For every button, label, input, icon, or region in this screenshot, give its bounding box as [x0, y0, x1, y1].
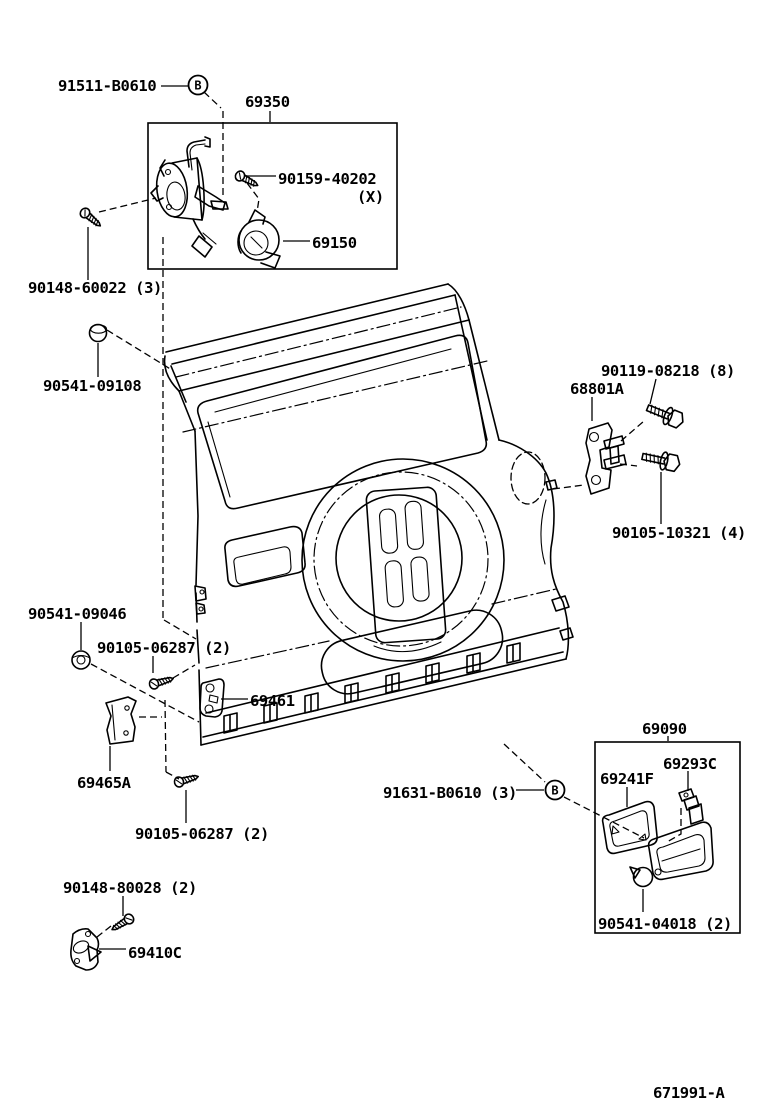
screw-icon [173, 774, 200, 788]
part-label-90148-60022[interactable]: 90148-60022 (3) [28, 279, 162, 297]
screw-icon [148, 676, 175, 690]
key-cylinder-sketch [237, 209, 281, 269]
cushion-icon [629, 866, 654, 888]
screw-icon [234, 170, 259, 187]
fastener-marker-B: B [544, 779, 566, 801]
marker-letter: B [551, 784, 558, 798]
plate-69465A-sketch [105, 696, 137, 745]
part-label-91511-B0610[interactable]: 91511-B0610 [58, 77, 157, 95]
back-door-sketch [163, 283, 574, 746]
part-label-69241F[interactable]: 69241F [600, 770, 654, 788]
part-label-69410C[interactable]: 69410C [128, 944, 182, 962]
part-label-90105-06287a[interactable]: 90105-06287 (2) [97, 639, 231, 657]
striker-69461-sketch [199, 678, 225, 718]
grommet-icon [88, 323, 108, 343]
grommet-icon [71, 650, 91, 670]
screw-icon [111, 913, 135, 931]
part-label-68801A[interactable]: 68801A [570, 380, 625, 398]
part-label-69150[interactable]: 69150 [312, 234, 357, 252]
lock-assembly-sketch [150, 136, 229, 258]
screw-icons [79, 170, 259, 931]
part-label-90541-09108[interactable]: 90541-09108 [43, 377, 142, 395]
dashed-locator-lines [90, 91, 682, 938]
clip-69293C-sketch [678, 788, 704, 825]
part-label-91631-B0610[interactable]: 91631-B0610 (3) [383, 784, 517, 802]
hinge-sketch [585, 422, 627, 495]
fastener-marker-B: B [187, 74, 209, 96]
tire-bracket [365, 486, 447, 644]
part-label-90105-10321[interactable]: 90105-10321 (4) [612, 524, 746, 542]
part-label-90119-08218[interactable]: 90119-08218 (8) [601, 362, 735, 380]
marker-letter: B [194, 79, 201, 93]
part-note-x: (X) [357, 188, 384, 206]
part-label-90105-06287b[interactable]: 90105-06287 (2) [135, 825, 269, 843]
part-69410C-sketch [70, 928, 102, 971]
part-label-69465A[interactable]: 69465A [77, 774, 132, 792]
gasket-69241F-sketch [601, 800, 658, 855]
grommet-icons [71, 323, 654, 888]
outside-handle-sketch [647, 821, 714, 881]
part-label-69293C[interactable]: 69293C [663, 755, 717, 773]
lock-assembly-callout-box [147, 122, 398, 270]
part-label-90159-40202[interactable]: 90159-40202 [278, 170, 377, 188]
screw-icon [79, 207, 102, 227]
leader-lines [80, 85, 689, 950]
bolt-icon [645, 404, 684, 429]
part-label-90148-80028[interactable]: 90148-80028 (2) [63, 879, 197, 897]
handle-callout-box [594, 741, 741, 934]
bolt-icon [641, 451, 681, 473]
part-label-90541-09046[interactable]: 90541-09046 [28, 605, 127, 623]
diagram-number: 671991-A [653, 1084, 726, 1102]
part-labels: 91511-B0610 69350 90159-40202 (X) 69150 … [28, 77, 746, 1102]
part-label-69461[interactable]: 69461 [250, 692, 295, 710]
part-label-90541-04018[interactable]: 90541-04018 (2) [598, 915, 732, 933]
part-label-69350[interactable]: 69350 [245, 93, 290, 111]
part-label-69090[interactable]: 69090 [642, 720, 687, 738]
